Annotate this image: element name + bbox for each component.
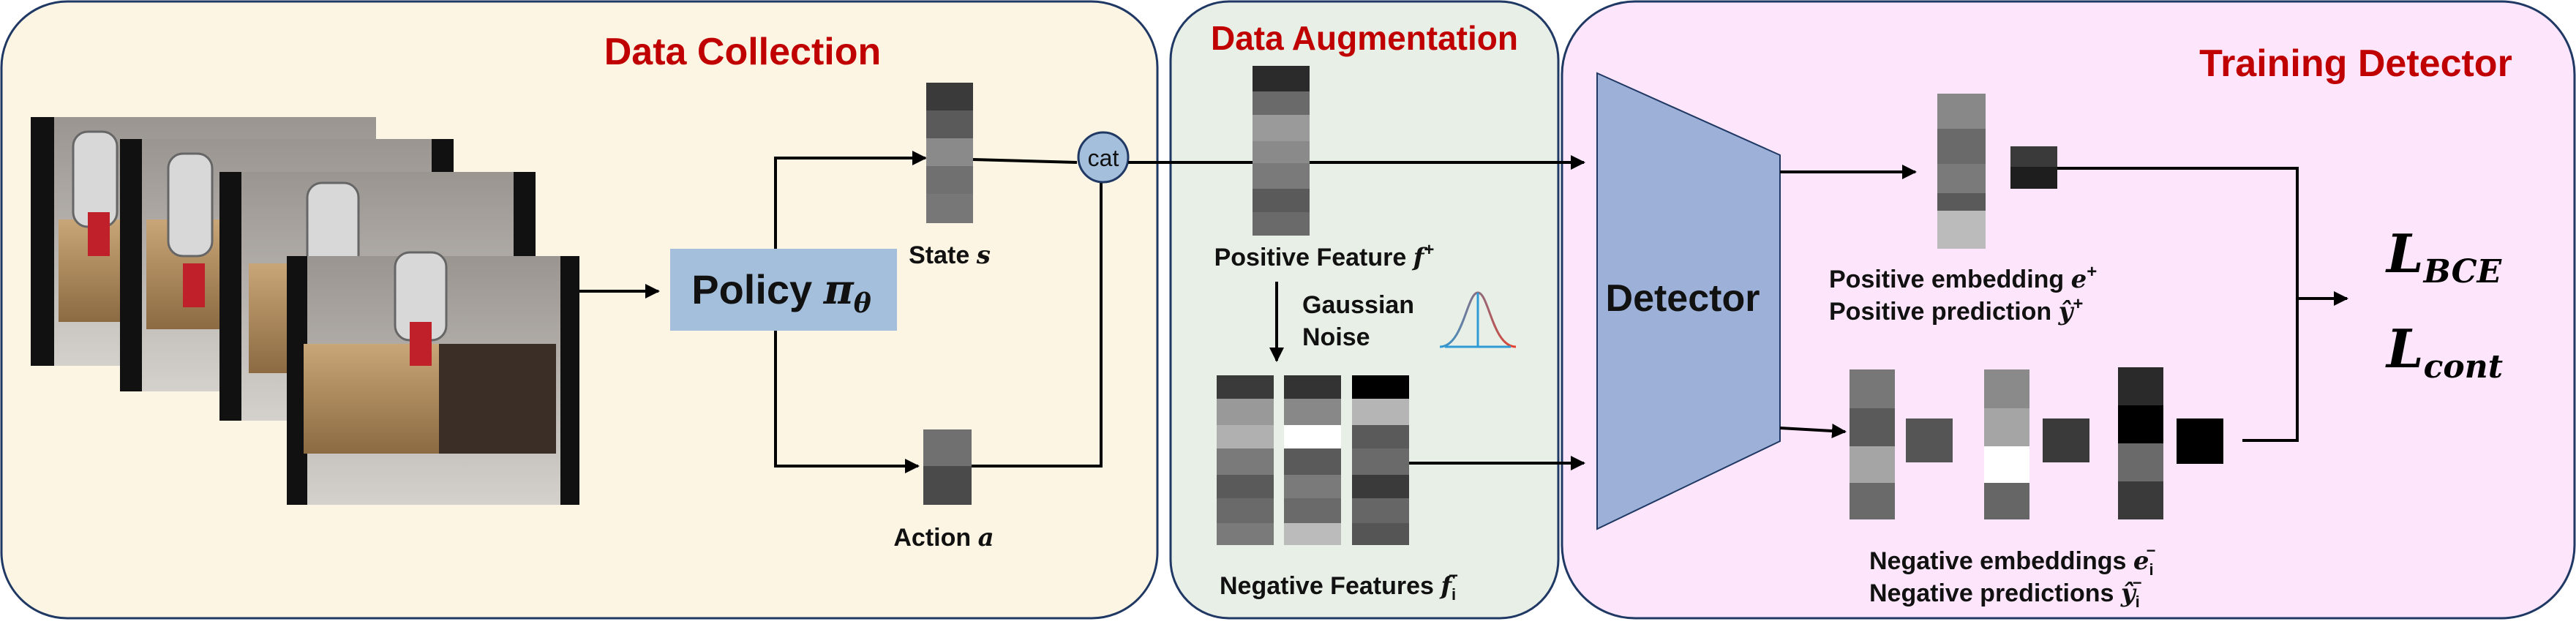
negative-prediction-block-1: [1906, 418, 1953, 462]
negative-prediction-block-2: [2043, 418, 2089, 462]
noise-label-line1: Gaussian: [1302, 291, 1414, 319]
positive-prediction-label: Positive prediction ŷ+: [1829, 294, 2083, 326]
cat-node: cat: [1077, 131, 1130, 184]
training-panel: [1561, 0, 2576, 620]
robot-frame-4: [287, 251, 579, 505]
loss-cont: Lcont: [2385, 318, 2503, 386]
negative-embedding-vector-3: [2118, 367, 2163, 519]
negative-predictions-label: Negative predictions ŷi−: [1869, 574, 2142, 611]
noise-label-line2: Noise: [1302, 323, 1370, 351]
positive-embedding-label: Positive embedding e+: [1829, 262, 2097, 294]
state-label: State s: [909, 241, 991, 270]
gaussian-curve-icon: [1439, 291, 1517, 348]
svg-text:Policy πθ: Policy πθ: [691, 266, 871, 319]
negative-embedding-vector-1: [1850, 369, 1895, 519]
positive-prediction-block: [2010, 146, 2057, 189]
negative-embedding-vector-2: [1984, 369, 2029, 519]
detector-block: Detector: [1596, 72, 1781, 530]
negative-prediction-block-3: [2177, 418, 2223, 464]
state-vector: [926, 83, 973, 223]
augmentation-title: Data Augmentation: [1211, 19, 1518, 57]
positive-embedding-vector: [1937, 94, 1986, 249]
policy-label: Policy: [691, 266, 824, 312]
negative-features-label: Negative Features fi−: [1220, 566, 1458, 604]
training-title: Training Detector: [2199, 42, 2512, 85]
policy-subscript: θ: [854, 288, 871, 319]
svg-text:Detector: Detector: [1606, 277, 1760, 320]
loss-bce: LBCE: [2385, 222, 2503, 290]
svg-text:cat: cat: [1088, 145, 1119, 171]
negative-feature-vector-1: [1217, 375, 1274, 545]
policy-box: Policy πθ: [670, 249, 897, 331]
collection-title: Data Collection: [604, 31, 882, 73]
policy-symbol: π: [823, 266, 855, 314]
positive-feature-vector: [1253, 66, 1310, 236]
action-label: Action a: [893, 523, 994, 552]
negative-feature-vector-3: [1352, 375, 1409, 545]
negative-feature-vector-2: [1284, 375, 1341, 545]
negative-embeddings-label: Negative embeddings ei−: [1869, 541, 2156, 579]
positive-feature-label: Positive Feature f+: [1214, 240, 1435, 272]
action-vector: [923, 429, 972, 505]
